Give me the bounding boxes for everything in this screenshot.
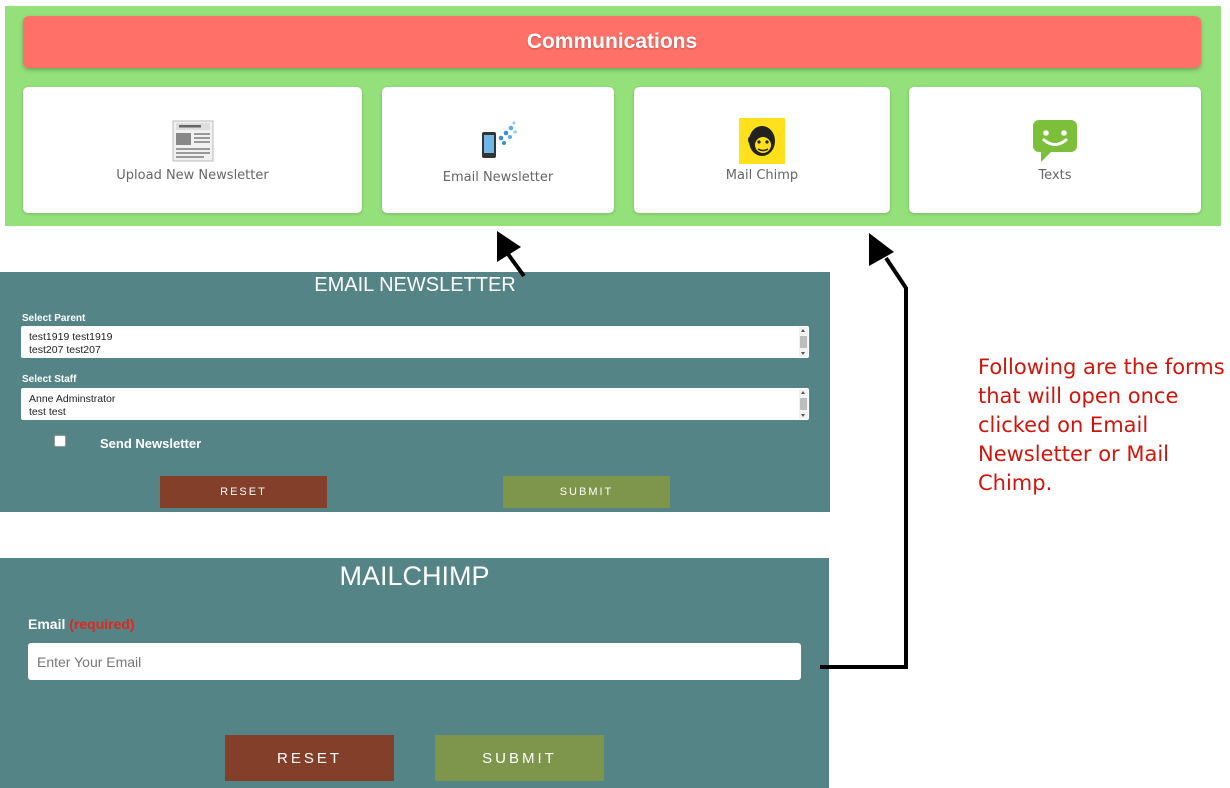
- mailchimp-form: MAILCHIMP Email (required) Enter Your Em…: [0, 558, 829, 788]
- scroll-thumb[interactable]: [800, 398, 807, 410]
- arrow-to-email-newsletter: [497, 231, 526, 278]
- list-item[interactable]: test207 test207: [29, 344, 101, 356]
- email-submit-label: SUBMIT: [559, 486, 614, 498]
- send-newsletter-checkbox[interactable]: [54, 435, 66, 447]
- texts-icon: [1033, 119, 1077, 162]
- scroll-thumb[interactable]: [800, 336, 807, 348]
- mailchimp-title: MAILCHIMP: [339, 561, 490, 591]
- tile-texts[interactable]: Texts: [909, 87, 1201, 213]
- scrollbar[interactable]: [799, 389, 808, 419]
- tile-label-email-newsletter: Email Newsletter: [442, 169, 554, 185]
- send-newsletter-label: Send Newsletter: [100, 436, 202, 451]
- tile-label-upload: Upload New Newsletter: [116, 167, 269, 183]
- email-placeholder: Enter Your Email: [37, 653, 142, 670]
- select-parent-label: Select Parent: [22, 313, 86, 324]
- communications-header: Communications: [23, 16, 1201, 68]
- tile-label-mail-chimp: Mail Chimp: [725, 167, 799, 183]
- newsletter-icon: [172, 120, 213, 161]
- select-staff-listbox[interactable]: Anne Adminstrator test test: [21, 388, 809, 420]
- scrollbar[interactable]: [799, 327, 808, 357]
- scroll-up-icon[interactable]: [801, 391, 805, 394]
- list-item[interactable]: test1919 test1919: [29, 331, 113, 343]
- email-submit-button[interactable]: SUBMIT: [503, 476, 670, 508]
- arrow-to-mail-chimp: [820, 233, 908, 669]
- scroll-up-icon[interactable]: [801, 329, 805, 332]
- tile-upload-new-newsletter[interactable]: Upload New Newsletter: [23, 87, 362, 213]
- annotation-note: Following are the forms that will open o…: [978, 355, 1225, 495]
- communications-panel: Communications Upload New Newsletter: [5, 6, 1221, 226]
- mailchimp-submit-button[interactable]: SUBMIT: [435, 735, 604, 781]
- required-indicator: (required): [69, 616, 135, 632]
- mailchimp-icon: [739, 117, 785, 164]
- tile-mail-chimp[interactable]: Mail Chimp: [634, 87, 890, 213]
- email-newsletter-title: EMAIL NEWSLETTER: [314, 274, 516, 296]
- select-parent-listbox[interactable]: test1919 test1919 test207 test207: [21, 326, 809, 358]
- mailchimp-reset-label: RESET: [276, 749, 342, 767]
- tile-label-texts: Texts: [1038, 167, 1072, 183]
- list-item[interactable]: Anne Adminstrator: [29, 393, 116, 405]
- mailchimp-email-label: Email (required): [28, 616, 135, 632]
- tile-email-newsletter[interactable]: Email Newsletter: [382, 87, 614, 213]
- mailchimp-reset-button[interactable]: RESET: [225, 735, 394, 781]
- email-reset-button[interactable]: RESET: [160, 476, 327, 508]
- email-label-text: Email: [28, 616, 66, 632]
- scroll-down-icon[interactable]: [801, 352, 805, 355]
- email-newsletter-form: EMAIL NEWSLETTER Select Parent test1919 …: [0, 272, 830, 512]
- email-reset-label: RESET: [220, 486, 267, 498]
- list-item[interactable]: test test: [29, 406, 66, 418]
- mailchimp-email-input[interactable]: Enter Your Email: [28, 643, 801, 680]
- select-staff-label: Select Staff: [22, 374, 77, 385]
- communications-title: Communications: [526, 30, 698, 53]
- email-newsletter-icon: [482, 120, 517, 158]
- scroll-down-icon[interactable]: [801, 414, 805, 417]
- mailchimp-submit-label: SUBMIT: [482, 749, 557, 767]
